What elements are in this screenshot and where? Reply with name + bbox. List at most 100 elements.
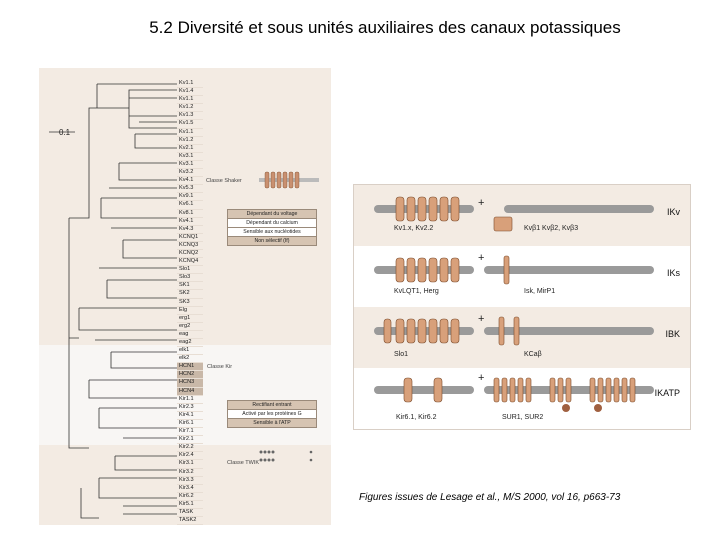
plus-sign: + xyxy=(478,252,485,264)
gene-label: Kv1.1 xyxy=(177,80,203,89)
row-iks: + KvLQT1, Herg Isk, MirP1 IKs xyxy=(354,246,690,307)
ikatp-right-text: SUR1, SUR2 xyxy=(502,414,544,421)
gene-label: KCNQ1 xyxy=(177,234,203,242)
gene-label: SK1 xyxy=(177,282,203,291)
band-twik xyxy=(39,445,331,525)
gene-label: KCNQ4 xyxy=(177,258,203,267)
iks-right-text: Isk, MirP1 xyxy=(524,288,556,295)
ikv-left-text: Kv1.x, Kv2.2 xyxy=(394,225,434,232)
ikv-right-text: Kvβ1 Kvβ2, Kvβ3 xyxy=(524,225,579,232)
gene-label: Kir2.4 xyxy=(177,452,203,461)
gene-label: Kv3.1 xyxy=(177,161,203,170)
gene-label: Kir6.1 xyxy=(177,420,203,429)
ikatp-left-text: Kir6.1, Kir6.2 xyxy=(396,414,437,421)
gene-label: Kv1.4 xyxy=(177,88,203,97)
gene-label: elk1 xyxy=(177,347,203,356)
legend-row: Dépendant du calcium xyxy=(228,219,316,228)
gene-label: eag xyxy=(177,331,203,339)
gene-label: HCN2 xyxy=(177,371,203,380)
gene-label: Kv9.1 xyxy=(177,193,203,202)
iks-subunit-diagram xyxy=(374,255,654,285)
row-ikv: + Kv1.x, Kv2.2 Kvβ1 Kvβ2, Kvβ3 IKv xyxy=(354,185,690,246)
gene-label: Kv4.3 xyxy=(177,226,203,234)
gene-label: TASK2 xyxy=(177,517,203,525)
row-ibk: + Slo1 KCaβ IBK xyxy=(354,307,690,368)
gene-label: Kir1.1 xyxy=(177,396,203,404)
gene-label: HCN3 xyxy=(177,379,203,388)
shaker-channel-icon xyxy=(259,171,319,189)
ikv-subunit-diagram xyxy=(374,196,654,232)
band-shaker xyxy=(39,68,331,345)
gene-label: HCN1 xyxy=(177,363,203,372)
ibk-label: IBK xyxy=(665,329,680,339)
gene-label: Kir3.2 xyxy=(177,469,203,477)
gene-label: Kir3.3 xyxy=(177,477,203,485)
legend-row: Sensible aux nucléotides xyxy=(228,228,316,237)
gene-label: Kir4.1 xyxy=(177,412,203,420)
gene-label: elk2 xyxy=(177,355,203,364)
gene-label: SK3 xyxy=(177,299,203,307)
gene-label: Kir2.3 xyxy=(177,404,203,412)
tree-branches xyxy=(49,83,177,519)
plus-sign: + xyxy=(478,313,485,325)
legend-row: Sensible à l'ATP xyxy=(228,419,316,427)
ikatp-label: IKATP xyxy=(654,388,680,398)
gene-label: Kv5.3 xyxy=(177,185,203,194)
gene-label: Slo3 xyxy=(177,274,203,283)
ikv-label: IKv xyxy=(666,207,680,217)
gene-label: Kv1.2 xyxy=(177,104,203,113)
gene-label: eag2 xyxy=(177,339,203,348)
gene-label: Kir5.1 xyxy=(177,501,203,509)
gene-label: Kir3.1 xyxy=(177,460,203,469)
gene-label: Kv4.1 xyxy=(177,218,203,226)
row-ikatp: + Kir6.1, Kir6.2 SUR1, SUR2 IKATP xyxy=(354,368,690,429)
class-label-twik: Classe TWIK xyxy=(227,460,259,466)
ibk-subunit-diagram xyxy=(374,316,654,346)
gene-label: Kv1.3 xyxy=(177,112,203,121)
gene-label: Kv1.2 xyxy=(177,137,203,145)
legend-row: Rectifiant entrant xyxy=(228,401,316,410)
gene-label: Kir7.1 xyxy=(177,428,203,437)
ikatp-subunit-diagram xyxy=(374,377,654,412)
twik-channel-icon xyxy=(259,450,313,462)
gene-label: Kv1.5 xyxy=(177,120,203,129)
gene-label: erg1 xyxy=(177,315,203,323)
slide-title: 5.2 Diversité et sous unités auxiliaires… xyxy=(149,18,621,37)
gene-label: Kv1.1 xyxy=(177,96,203,105)
gene-label: Kir2.2 xyxy=(177,444,203,453)
ibk-left-text: Slo1 xyxy=(394,351,409,358)
gene-label: Elg xyxy=(177,307,203,315)
gene-label: Kir3.4 xyxy=(177,485,203,493)
gene-label: Kir6.2 xyxy=(177,493,203,501)
class-label-kir: Classe Kir xyxy=(207,364,233,370)
gene-label: Slo1 xyxy=(177,266,203,275)
plus-sign: + xyxy=(478,372,485,384)
gene-label: erg2 xyxy=(177,323,203,331)
legend-row: Activé par les protéines G xyxy=(228,410,316,419)
iks-label: IKs xyxy=(666,268,680,278)
gene-label: SK2 xyxy=(177,290,203,299)
gene-label: Kv3.2 xyxy=(177,169,203,178)
figure-caption: Figures issues de Lesage et al., M/S 200… xyxy=(359,492,621,503)
legend-row: Dépendant du voltage xyxy=(228,210,316,219)
gene-label: KCNQ3 xyxy=(177,242,203,250)
subunit-figure: + Kv1.x, Kv2.2 Kvβ1 Kvβ2, Kvβ3 IKv + KvL… xyxy=(353,184,691,430)
gene-label: Kv2.1 xyxy=(177,145,203,153)
gene-label: KCNQ2 xyxy=(177,250,203,259)
scale-label: 0.1 xyxy=(59,128,71,137)
gene-label: Kv8.1 xyxy=(177,210,203,218)
gene-label: TASK xyxy=(177,509,203,518)
class-label-shaker: Classe Shaker xyxy=(206,178,242,184)
gene-label: Kv3.1 xyxy=(177,153,203,161)
gene-label: Kir2.1 xyxy=(177,436,203,445)
gene-label: HCN4 xyxy=(177,387,203,396)
gene-label: Kv1.1 xyxy=(177,129,203,137)
plus-sign: + xyxy=(478,197,485,209)
iks-left-text: KvLQT1, Herg xyxy=(394,288,439,295)
ibk-right-text: KCaβ xyxy=(524,351,542,358)
gene-label: Kv6.1 xyxy=(177,201,203,210)
gene-label: Kv4.1 xyxy=(177,177,203,186)
